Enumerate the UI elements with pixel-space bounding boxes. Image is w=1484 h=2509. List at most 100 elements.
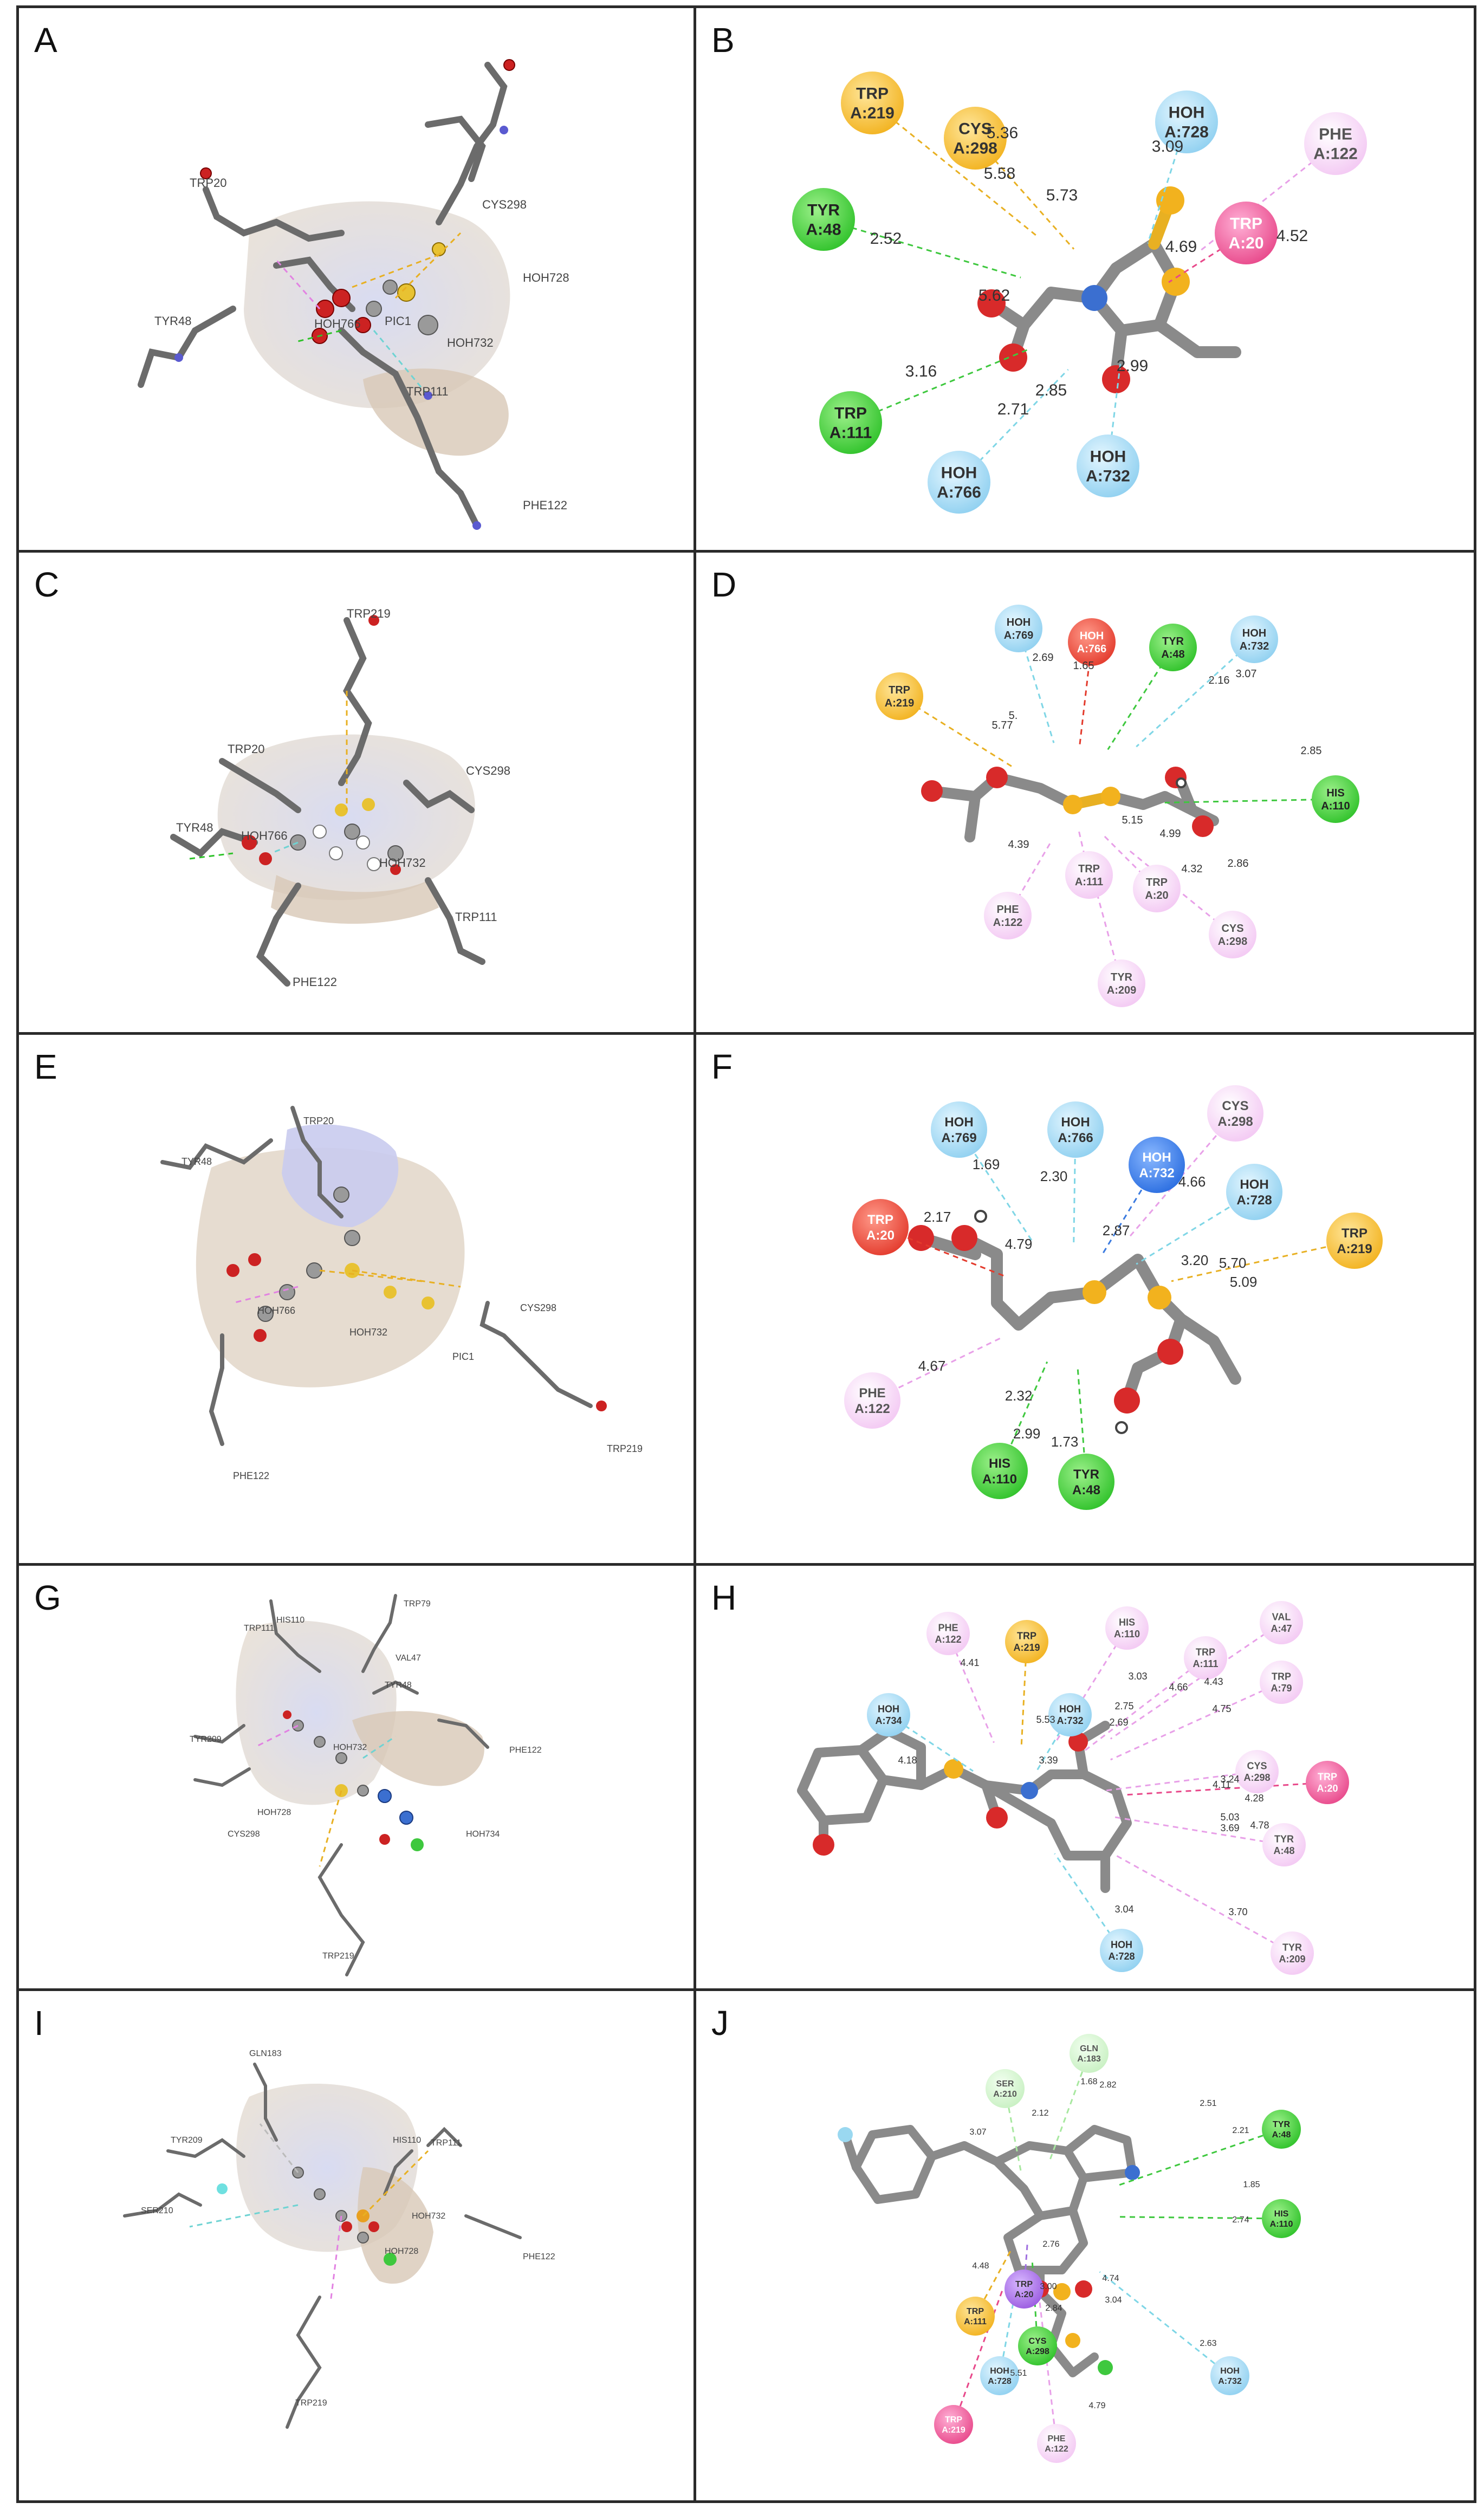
residue-3d-label: TRP20 [303,1116,334,1126]
distance-label: 2.32 [1005,1388,1033,1404]
residue-3d-label: TRP20 [190,176,226,190]
residue-id: A:219 [942,2426,965,2435]
panel-h-ligand [797,1694,1132,1893]
residue-name: HOH [990,2367,1009,2376]
panel-a-letter: A [34,21,57,60]
interaction-line [1078,641,1093,748]
residue-id: A:111 [1193,1658,1218,1669]
residue-name: CYS [958,120,992,138]
residue-bubble [1065,851,1113,899]
residue-name: CYS [1221,923,1243,935]
residue-3d-label: PHE122 [523,2252,555,2261]
residue-bubble [928,451,990,514]
residue-3d-label: HOH732 [349,1327,387,1338]
residue-name: TRP [1015,2280,1033,2289]
residue-name: TRP [1078,863,1100,875]
residue-id: A:732 [1218,2377,1242,2386]
residue-id: A:732 [1240,640,1269,652]
distance-label: 5.51 [1010,2369,1027,2378]
distance-label: 2.17 [924,1209,951,1225]
panel-b-letter: B [711,21,735,60]
residue-bubble [1262,2110,1301,2149]
panel-f-letter: F [711,1047,733,1086]
residue-bubble [1312,775,1359,823]
residue-name: HIS [1119,1617,1135,1628]
panel-j-ligand [838,2125,1140,2377]
residue-bubble [980,2356,1019,2395]
residue-name: HOH [941,464,977,482]
residue-3d-label: TRP219 [607,1443,643,1454]
residue-bubble [1271,1931,1314,1975]
residue-bubble [1155,90,1218,153]
residue-id: A:298 [953,140,997,158]
residue-id: A:48 [1161,649,1184,660]
residue-id: A:20 [1015,2290,1034,2299]
residue-id: A:210 [993,2090,1017,2099]
distance-label: 5.36 [987,124,1018,142]
residue-name: TYR [1282,1942,1302,1953]
residue-bubble [1077,435,1139,497]
residue-bubble [852,1199,909,1255]
residue-name: HIS [1274,2209,1289,2219]
residue-3d-label: CYS298 [228,1830,260,1839]
distance-label: 3.04 [1114,1904,1133,1915]
residue-bubble [1326,1213,1383,1269]
residue-name: HOH [1220,2367,1240,2376]
residue-3d-label: TRP79 [404,1599,431,1609]
residue-bubble [926,1612,970,1655]
residue-name: TRP [889,684,910,696]
residue-3d-label: CYS298 [520,1302,556,1313]
distance-label: 1.69 [973,1156,1000,1172]
panel-i-letter: I [34,2004,44,2043]
residue-bubble [1129,1137,1185,1193]
residue-3d-label: HOH732 [447,336,494,349]
distance-label: 4.32 [1182,863,1203,875]
residue-id: A:219 [885,697,914,709]
distance-label: 2.82 [1099,2080,1116,2090]
distance-label: 3.39 [1039,1755,1058,1766]
interaction-line [1117,2216,1282,2220]
distance-label: 4.75 [1212,1703,1231,1714]
residue-name: SER [996,2079,1014,2089]
residue-bubble [1235,1750,1279,1793]
residue-id: A:769 [941,1131,976,1145]
interaction-line [1114,1853,1293,1954]
residue-id: A:728 [988,2377,1012,2386]
residue-name: TRP [945,2415,962,2424]
interaction-line [1020,1641,1028,1746]
residue-3d-label: HOH732 [379,856,426,870]
residue-bubble [867,1693,910,1736]
residue-id: A:111 [964,2317,987,2326]
residue-id: A:728 [1164,124,1209,141]
residue-bubble [1184,1636,1227,1680]
distance-label: 1.85 [1243,2180,1260,2189]
residue-3d-label: HOH728 [257,1808,291,1817]
residue-id: A:209 [1279,1954,1305,1965]
distance-label: 3.00 [1040,2282,1057,2291]
residue-name: TRP [1196,1647,1215,1658]
residue-name: TRP [1342,1226,1368,1241]
residue-id: A:219 [850,105,895,122]
panel-h-letter: H [711,1578,737,1617]
distance-label: 5.53 [1036,1714,1055,1725]
distance-label: 4.28 [1245,1793,1263,1804]
residue-name: HOH [878,1704,899,1715]
residue-id: A:48 [1273,1845,1294,1856]
residue-id: A:734 [875,1715,902,1726]
residue-3d-label: TRP219 [322,1952,354,1961]
residue-name: HIS [989,1456,1010,1471]
panel-c-letter: C [34,565,60,604]
residue-3d-label: TYR48 [176,821,213,834]
residue-id: A:732 [1139,1166,1174,1181]
panel-i-structure [123,2063,522,2429]
distance-label: 3.07 [1236,668,1257,680]
residue-id: A:769 [1004,630,1033,641]
distance-label: 3.69 [1220,1823,1239,1833]
residue-bubble [1048,1693,1092,1736]
residue-id: A:48 [806,221,841,239]
panel-g-letter: G [34,1578,61,1617]
distance-label: 4.43 [1204,1676,1223,1687]
interaction-line [1126,1781,1328,1796]
residue-3d-label: VAL47 [396,1654,421,1663]
